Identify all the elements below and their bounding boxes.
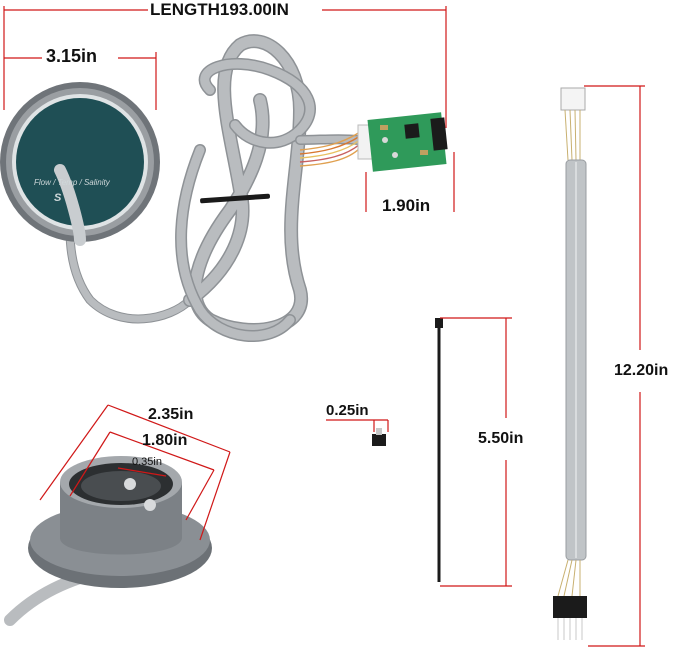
board-wires: [299, 131, 361, 167]
board-width-dimension-line: [365, 152, 455, 212]
jumper-cable-length-label: 12.20in: [614, 362, 669, 379]
jumper-cable-dimension-line: [584, 85, 645, 647]
jumper-dimension-line: [326, 419, 389, 432]
flange-inner-label: 1.80in: [142, 432, 188, 449]
sensor-brand-text: S: [54, 192, 62, 204]
zip-tie-dimension-line: [440, 317, 512, 587]
sensor-top-view: [0, 82, 160, 246]
zip-tie: [435, 318, 443, 582]
length-dimension-line: [3, 6, 447, 128]
board-width-label: 1.90in: [382, 196, 431, 215]
flange-outer-label: 2.35in: [148, 406, 194, 423]
jumper-size-label: 0.25in: [326, 402, 369, 419]
sensor-diameter-dimension-line: [3, 52, 157, 110]
pcb-board: [357, 112, 448, 172]
zip-tie-length-label: 5.50in: [478, 430, 524, 447]
flange-dimension-lines: [39, 404, 231, 541]
sensor-face-text: Flow / Temp / Salinity: [34, 178, 110, 187]
probe-spacing-label: 0.35in: [132, 456, 162, 468]
jumper-cable: [553, 87, 587, 640]
length-label: LENGTH193.00IN: [150, 0, 289, 19]
sensor-cable-bundle: [65, 34, 363, 342]
sensor-diameter-label: 3.15in: [46, 46, 98, 66]
jumper-cap: [372, 428, 386, 446]
sensor-side-view: [4, 456, 212, 626]
